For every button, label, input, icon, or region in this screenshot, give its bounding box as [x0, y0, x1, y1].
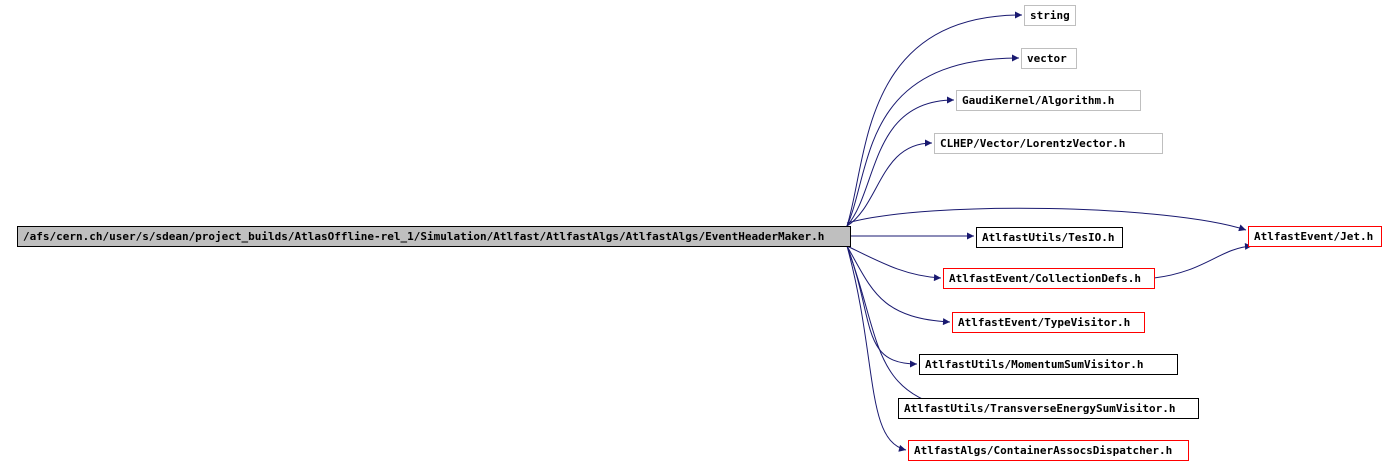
node-label-transsum: AtlfastUtils/TransverseEnergySumVisitor.… [904, 402, 1176, 415]
node-box-typevisitor [952, 312, 1145, 333]
node-label-gaudi: GaudiKernel/Algorithm.h [962, 94, 1114, 107]
node-box-transsum [898, 398, 1199, 419]
node-label-colldefs: AtlfastEvent/CollectionDefs.h [949, 272, 1141, 285]
node-box-string [1024, 5, 1076, 26]
node-box-root [17, 226, 851, 247]
node-transsum[interactable]: AtlfastUtils/TransverseEnergySumVisitor.… [898, 398, 1199, 419]
node-clhep: CLHEP/Vector/LorentzVector.h [934, 133, 1163, 154]
node-label-typevisitor: AtlfastEvent/TypeVisitor.h [958, 316, 1130, 329]
edge-root-to-gaudi [846, 96, 955, 227]
node-box-gaudi [956, 90, 1141, 111]
node-momsum[interactable]: AtlfastUtils/MomentumSumVisitor.h [919, 354, 1178, 375]
node-jet[interactable]: AtlfastEvent/Jet.h [1248, 226, 1382, 247]
node-colldefs[interactable]: AtlfastEvent/CollectionDefs.h [943, 268, 1155, 289]
node-container[interactable]: AtlfastAlgs/ContainerAssocsDispatcher.h [908, 440, 1189, 461]
edge-root-to-clhep [846, 139, 933, 227]
node-label-vector: vector [1027, 52, 1067, 65]
node-root: /afs/cern.ch/user/s/sdean/project_builds… [17, 226, 851, 247]
edge-root-to-typevisitor [846, 245, 951, 326]
node-label-tesio: AtlfastUtils/TesIO.h [982, 231, 1114, 244]
node-layer: /afs/cern.ch/user/s/sdean/project_builds… [17, 5, 1382, 461]
node-label-jet: AtlfastEvent/Jet.h [1254, 230, 1373, 243]
node-vector: vector [1021, 48, 1077, 69]
node-box-jet [1248, 226, 1382, 247]
node-box-momsum [919, 354, 1178, 375]
edge-root-to-momsum [846, 245, 918, 368]
node-box-tesio [976, 227, 1123, 248]
node-box-vector [1021, 48, 1077, 69]
node-box-clhep [934, 133, 1163, 154]
node-label-container: AtlfastAlgs/ContainerAssocsDispatcher.h [914, 444, 1172, 457]
edge-colldefs-to-jet [1153, 242, 1253, 279]
edge-root-to-colldefs [846, 245, 942, 282]
edge-root-to-jet [846, 207, 1247, 232]
node-string: string [1024, 5, 1076, 26]
node-tesio[interactable]: AtlfastUtils/TesIO.h [976, 227, 1123, 248]
node-box-colldefs [943, 268, 1155, 289]
node-gaudi: GaudiKernel/Algorithm.h [956, 90, 1141, 111]
node-label-string: string [1030, 9, 1070, 22]
node-label-clhep: CLHEP/Vector/LorentzVector.h [940, 137, 1125, 150]
edge-root-to-container [846, 245, 907, 452]
node-typevisitor[interactable]: AtlfastEvent/TypeVisitor.h [952, 312, 1145, 333]
edge-root-to-vector [846, 54, 1020, 227]
edge-root-to-string [846, 11, 1023, 227]
node-box-container [908, 440, 1189, 461]
node-label-root: /afs/cern.ch/user/s/sdean/project_builds… [23, 230, 824, 243]
node-label-momsum: AtlfastUtils/MomentumSumVisitor.h [925, 358, 1144, 371]
